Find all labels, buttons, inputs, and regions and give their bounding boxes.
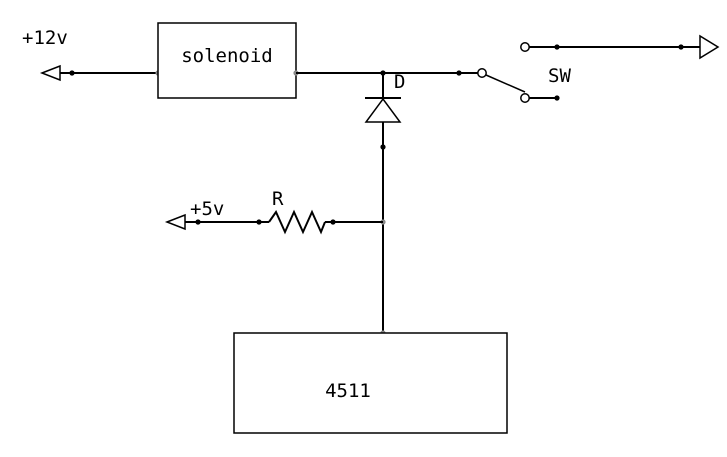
resistor-zigzag xyxy=(268,209,326,235)
chip-4511-component: 4511 xyxy=(233,332,508,434)
switch-label: SW xyxy=(548,65,571,87)
node-switch-upper xyxy=(554,44,560,50)
switch-upper-contact xyxy=(520,42,530,52)
node-ground-terminal xyxy=(678,44,684,50)
node-5v xyxy=(195,219,201,225)
ground-arrow xyxy=(699,34,720,60)
switch-pivot-contact xyxy=(477,68,487,78)
node-resistor-left xyxy=(256,219,262,225)
node-diode-anode xyxy=(380,144,386,150)
resistor-label: R xyxy=(272,188,284,210)
switch-blade xyxy=(485,74,526,93)
node-switch-input xyxy=(456,70,462,76)
node-switch-lower xyxy=(554,95,560,101)
diode-label: D xyxy=(394,71,405,93)
solenoid-component: solenoid xyxy=(157,22,299,99)
supply-12v-terminal xyxy=(39,64,161,82)
switch-component xyxy=(477,34,720,103)
supply-5v-arrow xyxy=(164,213,186,231)
node-12v xyxy=(69,70,75,76)
solenoid-label: solenoid xyxy=(181,45,273,67)
supply-12v-label: +12v xyxy=(22,27,68,49)
supply-12v-arrow xyxy=(39,64,61,82)
supply-5v-terminal xyxy=(164,213,269,231)
chip-4511-label: 4511 xyxy=(325,380,371,402)
switch-lower-contact xyxy=(520,93,530,103)
chip-4511-box xyxy=(233,332,508,434)
diode-triangle xyxy=(364,97,402,123)
solenoid-box xyxy=(157,22,297,99)
node-resistor-right xyxy=(330,219,336,225)
supply-5v-label: +5v xyxy=(190,198,224,220)
diode-component xyxy=(364,73,402,336)
resistor-component xyxy=(268,209,383,235)
